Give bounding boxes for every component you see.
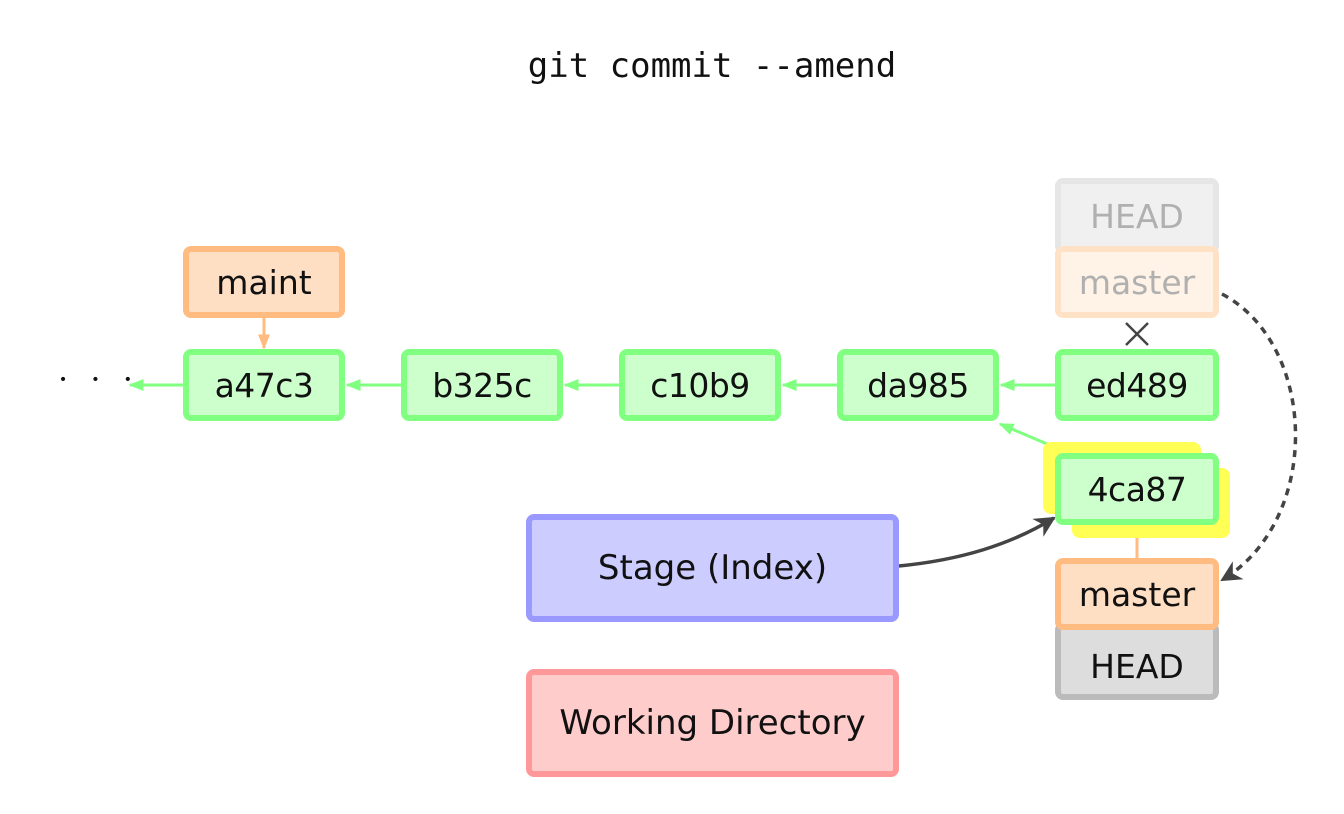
earlier-commits-ellipsis: · · · (58, 360, 139, 398)
commit-da985: da985 (837, 349, 999, 421)
edge-master-move (1220, 292, 1298, 582)
commit-c10b9: c10b9 (619, 349, 781, 421)
edge-stage-to-new-commit (898, 516, 1056, 568)
commit-ed489: ed489 (1055, 349, 1219, 421)
commit-b325c: b325c (401, 349, 563, 421)
removed-pointer-x-icon (1125, 322, 1149, 346)
old-head-label: HEAD (1055, 178, 1219, 254)
stage-index-area: Stage (Index) (526, 514, 899, 622)
master-branch: master (1055, 558, 1219, 630)
diagram-title: git commit --amend (527, 46, 897, 86)
maint-branch: maint (183, 246, 345, 318)
commit-new-amended: 4ca87 (1055, 453, 1219, 525)
working-directory-area: Working Directory (526, 669, 899, 777)
head-label: HEAD (1055, 622, 1219, 700)
commit-a47c3: a47c3 (183, 349, 345, 421)
old-master-branch: master (1055, 246, 1219, 318)
